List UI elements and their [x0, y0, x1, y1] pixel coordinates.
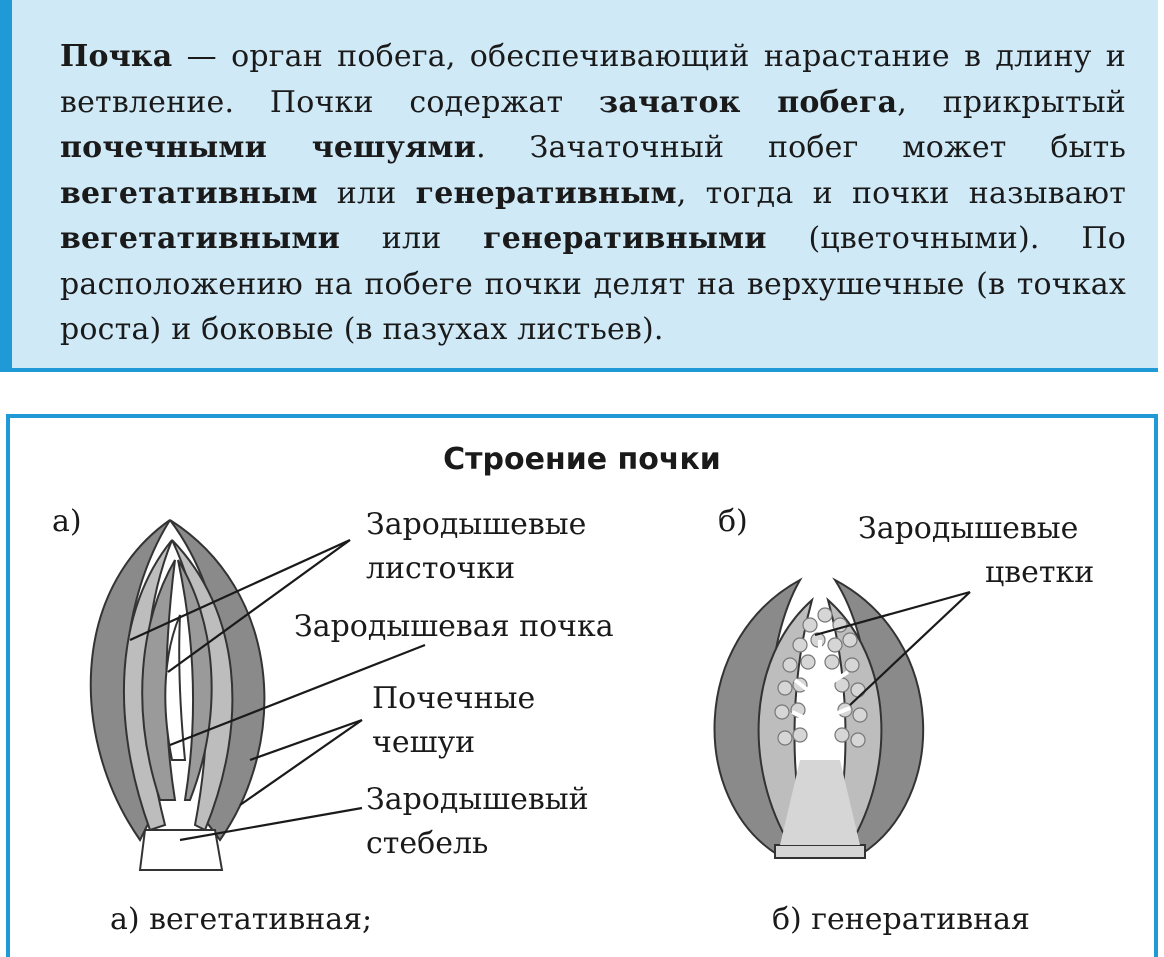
- def-text-part: (цветочными). По расположению на побеге …: [60, 221, 1126, 347]
- label-embryonic-flowers-2: цветки: [985, 555, 1095, 590]
- def-text-part: или: [340, 221, 484, 256]
- label-embryonic-stem-1: Зародышевый: [366, 782, 589, 817]
- caption-a: а) вегетативная;: [110, 902, 373, 937]
- definition-text: Почка — орган побега, обеспечивающий нар…: [60, 34, 1126, 353]
- term-vegetative: вегетативным: [60, 175, 318, 211]
- caption-b: б) генеративная: [772, 902, 1030, 937]
- term-pochka: Почка: [60, 39, 173, 74]
- def-text-part: , тогда и почки называют: [676, 175, 1126, 211]
- generative-bud-drawing: [713, 577, 925, 859]
- marker-a: а): [52, 504, 82, 539]
- vegetative-bud-drawing: [89, 519, 266, 871]
- label-bud-scales-1: Почечные: [372, 681, 536, 716]
- term-vegetative-buds: вегетативными: [60, 221, 341, 256]
- label-embryonic-bud: Зародышевая почка: [294, 609, 614, 644]
- term-scales: почечными чешуями: [60, 130, 477, 165]
- def-text-part: . Зачаточный побег может быть: [476, 130, 1126, 165]
- label-embryonic-leaves-2: листочки: [366, 551, 516, 586]
- label-bud-scales-2: чешуи: [372, 725, 476, 760]
- figure-title: Строение почки: [443, 442, 721, 477]
- leader-lines-b: [814, 590, 971, 706]
- def-text-part: или: [317, 175, 416, 211]
- label-embryonic-leaves-1: Зародышевые: [366, 507, 587, 542]
- flower-axis: [791, 640, 851, 760]
- def-text-part: — орган побега, обеспечивающий нарастани…: [60, 39, 1126, 120]
- label-embryonic-flowers-1: Зародышевые: [858, 511, 1079, 546]
- flower-primordia: [774, 607, 868, 748]
- marker-b: б): [718, 504, 748, 539]
- def-text-part: , прикрытый: [897, 84, 1126, 120]
- leader-lines-a: [129, 538, 426, 842]
- term-generative: генеративным: [415, 175, 677, 211]
- term-zachatok: зачаток побега: [598, 84, 898, 120]
- term-generative-buds: генеративными: [483, 221, 767, 256]
- definition-box: [0, 0, 1158, 372]
- label-embryonic-stem-2: стебель: [366, 826, 489, 861]
